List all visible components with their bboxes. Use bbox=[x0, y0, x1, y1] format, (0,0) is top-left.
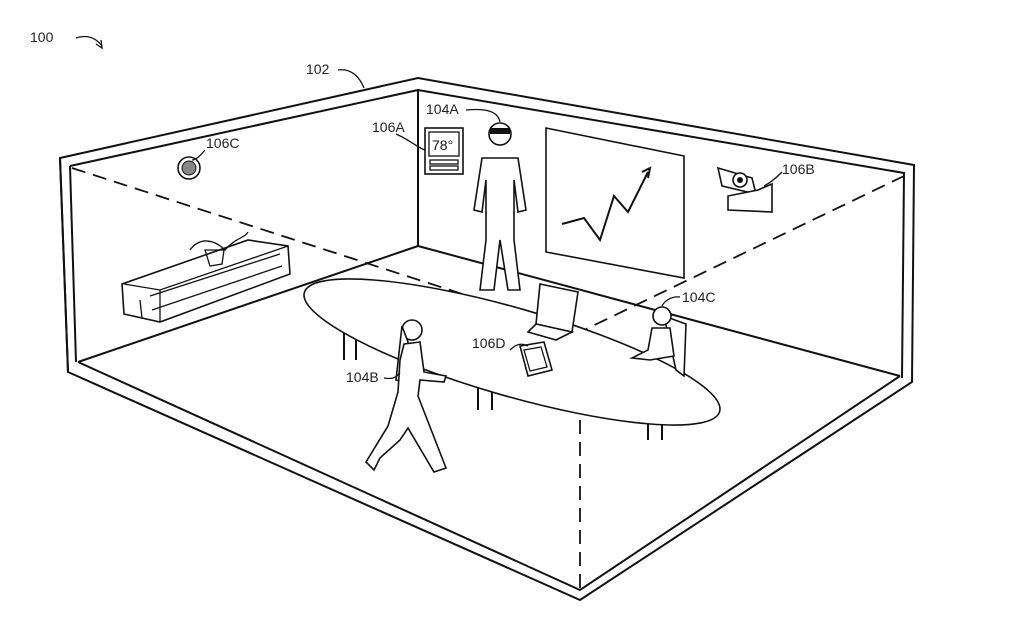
label-user-104a: 104A bbox=[426, 101, 459, 117]
label-tablet-106d: 106D bbox=[472, 335, 505, 351]
label-camera-106b: 106B bbox=[782, 161, 815, 177]
label-speaker-106c: 106C bbox=[206, 135, 239, 151]
label-figure-100: 100 bbox=[30, 29, 54, 45]
laptop bbox=[528, 284, 578, 340]
label-user-104c: 104C bbox=[682, 289, 715, 305]
user-104a-figure bbox=[474, 123, 526, 290]
wall-chart bbox=[546, 128, 684, 278]
label-user-104b: 104B bbox=[346, 369, 379, 385]
thermostat-temperature: 78° bbox=[432, 137, 453, 153]
security-camera bbox=[718, 168, 772, 212]
speaker bbox=[178, 157, 200, 179]
bookshelf bbox=[122, 232, 290, 322]
thermostat: 78° bbox=[425, 128, 463, 174]
label-thermostat-106a: 106A bbox=[372, 119, 405, 135]
label-room-102: 102 bbox=[306, 61, 330, 77]
